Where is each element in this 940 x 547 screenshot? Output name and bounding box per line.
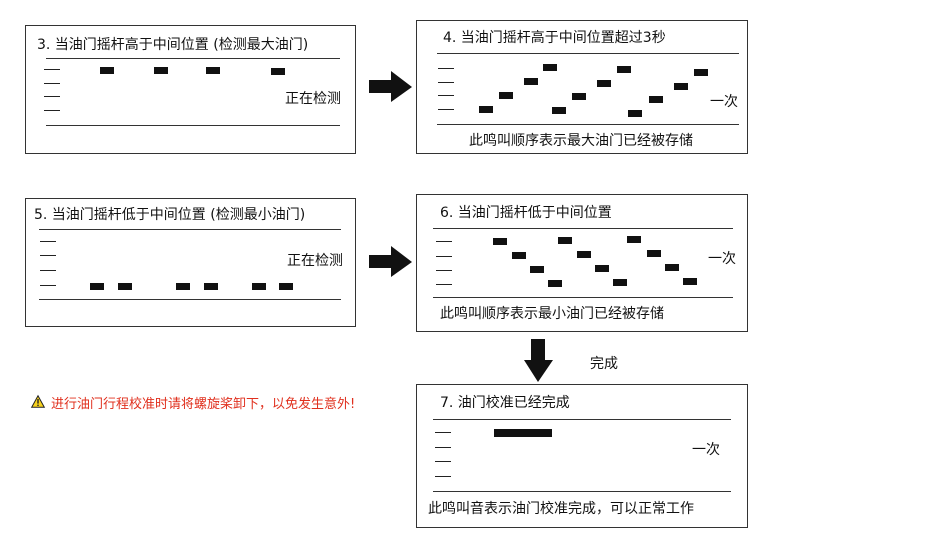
step7-bottom-line	[433, 491, 731, 492]
level-tick	[436, 256, 452, 257]
beep-mark	[558, 237, 572, 244]
level-tick	[436, 241, 452, 242]
step6-caption: 此鸣叫顺序表示最小油门已经被存储	[440, 306, 664, 322]
step3-panel: 3. 当油门摇杆高于中间位置 (检测最大油门) 正在检测	[25, 25, 356, 154]
beep-mark	[512, 252, 526, 259]
beep-mark	[649, 96, 663, 103]
step4-caption: 此鸣叫顺序表示最大油门已经被存储	[469, 133, 693, 149]
step5-status: 正在检测	[287, 253, 343, 269]
step4-once-label: 一次	[710, 94, 738, 110]
level-tick	[44, 83, 60, 84]
level-tick	[435, 447, 451, 448]
right-arrow-icon	[369, 246, 412, 277]
level-tick	[435, 461, 451, 462]
step3-bottom-line	[46, 125, 340, 126]
step6-once-label: 一次	[708, 251, 736, 267]
beep-mark	[176, 283, 190, 290]
step5-top-line	[39, 229, 341, 230]
beep-mark	[530, 266, 544, 273]
level-tick	[44, 69, 60, 70]
beep-mark	[595, 265, 609, 272]
beep-mark	[493, 238, 507, 245]
beep-mark	[694, 69, 708, 76]
beep-mark	[597, 80, 611, 87]
long-beep-mark	[494, 429, 552, 437]
step4-bottom-line	[437, 124, 739, 125]
level-tick	[438, 82, 454, 83]
step5-title: 5. 当油门摇杆低于中间位置 (检测最小油门)	[34, 207, 306, 223]
beep-mark	[206, 67, 220, 74]
beep-mark	[154, 67, 168, 74]
beep-mark	[683, 278, 697, 285]
warning-text: 进行油门行程校准时请将螺旋桨卸下，以免发生意外!	[51, 397, 356, 412]
level-tick	[438, 109, 454, 110]
beep-mark	[548, 280, 562, 287]
right-arrow-icon	[369, 71, 412, 102]
beep-mark	[499, 92, 513, 99]
warning-triangle-icon	[30, 394, 46, 408]
step7-caption: 此鸣叫音表示油门校准完成，可以正常工作	[428, 501, 694, 517]
step7-panel: 7. 油门校准已经完成 一次 此鸣叫音表示油门校准完成，可以正常工作	[416, 384, 748, 528]
beep-mark	[665, 264, 679, 271]
level-tick	[40, 270, 56, 271]
beep-mark	[617, 66, 631, 73]
step3-top-line	[46, 58, 340, 59]
step4-panel: 4. 当油门摇杆高于中间位置超过3秒 一次 此鸣叫顺序表示最大油门已经被存储	[416, 20, 748, 154]
level-tick	[436, 284, 452, 285]
step4-title: 4. 当油门摇杆高于中间位置超过3秒	[443, 30, 666, 46]
level-tick	[44, 110, 60, 111]
beep-mark	[647, 250, 661, 257]
level-tick	[435, 476, 451, 477]
beep-mark	[524, 78, 538, 85]
beep-mark	[613, 279, 627, 286]
beep-mark	[279, 283, 293, 290]
beep-mark	[479, 106, 493, 113]
beep-mark	[552, 107, 566, 114]
down-arrow-icon	[524, 339, 553, 382]
level-tick	[40, 241, 56, 242]
level-tick	[435, 432, 451, 433]
step5-panel: 5. 当油门摇杆低于中间位置 (检测最小油门) 正在检测	[25, 198, 356, 327]
beep-mark	[252, 283, 266, 290]
step6-bottom-line	[433, 297, 733, 298]
beep-mark	[90, 283, 104, 290]
step6-top-line	[433, 228, 733, 229]
step3-title: 3. 当油门摇杆高于中间位置 (检测最大油门)	[37, 37, 309, 53]
beep-mark	[118, 283, 132, 290]
step6-panel: 6. 当油门摇杆低于中间位置 一次 此鸣叫顺序表示最小油门已经被存储	[416, 194, 748, 332]
level-tick	[438, 68, 454, 69]
level-tick	[40, 285, 56, 286]
step6-title: 6. 当油门摇杆低于中间位置	[440, 205, 612, 221]
level-tick	[438, 95, 454, 96]
level-tick	[40, 255, 56, 256]
step7-title: 7. 油门校准已经完成	[440, 395, 570, 411]
step7-top-line	[433, 419, 731, 420]
step3-status: 正在检测	[285, 91, 341, 107]
step7-once-label: 一次	[692, 442, 720, 458]
beep-mark	[674, 83, 688, 90]
step5-bottom-line	[39, 299, 341, 300]
beep-mark	[572, 93, 586, 100]
beep-mark	[627, 236, 641, 243]
step4-top-line	[437, 53, 739, 54]
beep-mark	[577, 251, 591, 258]
level-tick	[44, 96, 60, 97]
beep-mark	[100, 67, 114, 74]
beep-mark	[204, 283, 218, 290]
beep-mark	[543, 64, 557, 71]
level-tick	[436, 270, 452, 271]
complete-arrow-label: 完成	[590, 356, 618, 372]
beep-mark	[628, 110, 642, 117]
beep-mark	[271, 68, 285, 75]
